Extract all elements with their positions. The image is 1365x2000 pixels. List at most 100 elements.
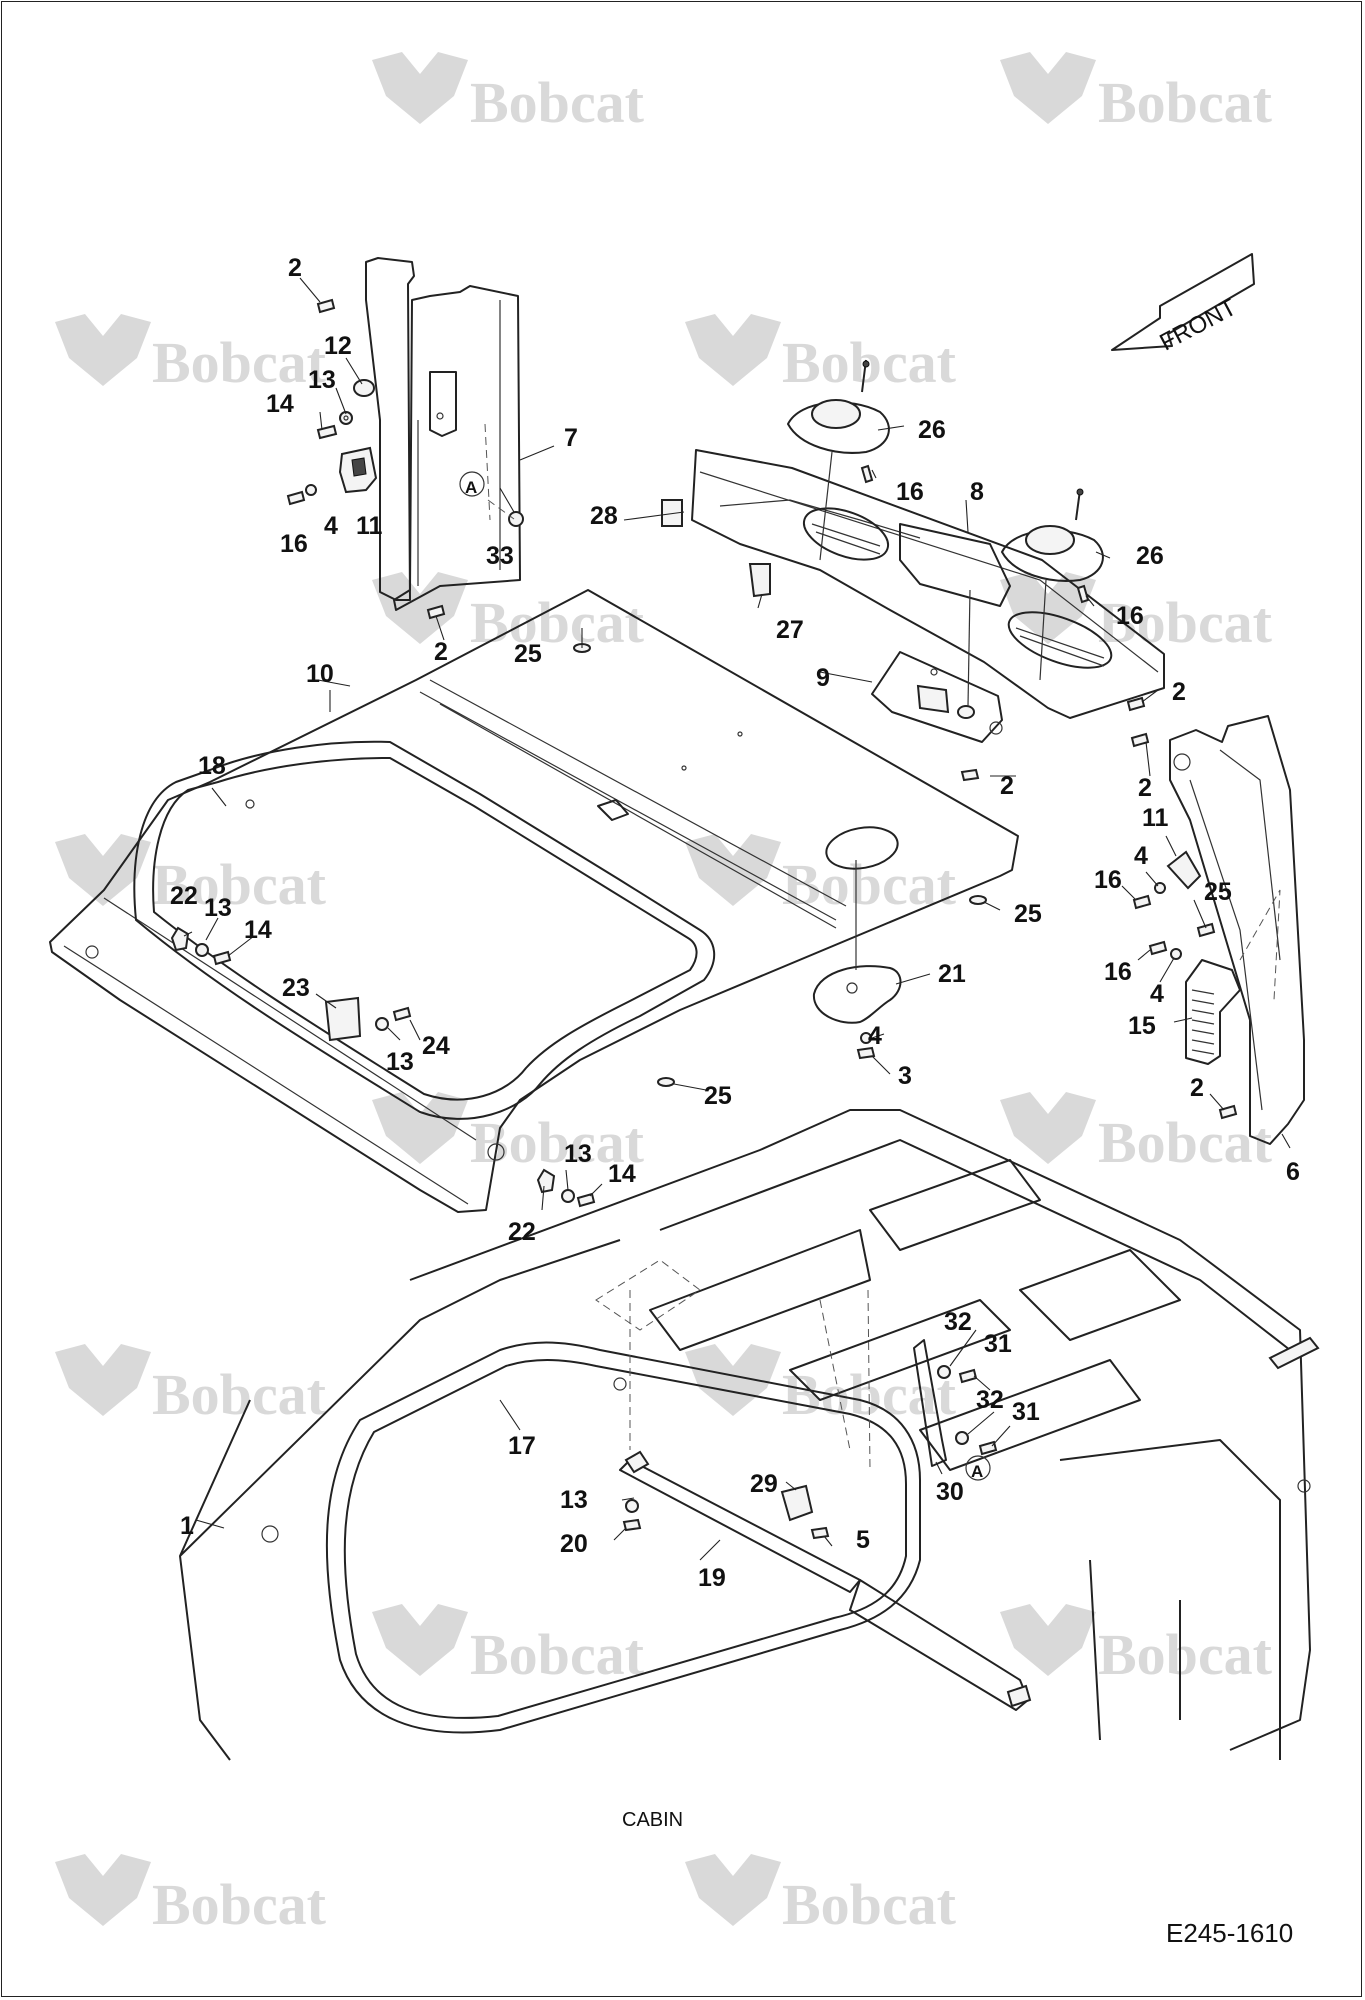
callout-13: 13 (204, 894, 232, 922)
watermark-row5-left: Bobcat (372, 1092, 645, 1175)
part-13-washer (625, 1499, 639, 1513)
part-32-washer (937, 1365, 951, 1379)
callout-20: 20 (560, 1530, 588, 1558)
speaker-mount-line (1039, 579, 1047, 681)
leader (319, 357, 363, 431)
speaker-magnet (1025, 525, 1075, 555)
panel-switch (916, 684, 950, 714)
part-2-screw-bottom (426, 604, 446, 620)
front-direction-arrow: FRONT (1111, 253, 1255, 357)
callout-11: 11 (356, 512, 383, 540)
callout-4: 4 (1134, 842, 1148, 870)
part-14-screw (576, 1192, 596, 1208)
part-14-screw (212, 950, 232, 966)
rail-notch (597, 799, 629, 821)
part-23-bracket (324, 996, 362, 1042)
callout-33: 33 (486, 542, 514, 570)
callout-10: 10 (306, 660, 334, 688)
detail-marker-circle (459, 471, 485, 497)
panel-button (957, 705, 975, 719)
watermark-row6-left: Bobcat (55, 1344, 327, 1427)
right-trim-edge (1189, 749, 1281, 1111)
watermark-top-left: Bobcat (372, 52, 645, 135)
handle-grip-lines (1191, 989, 1215, 1055)
part-3-screw (856, 1046, 876, 1060)
front-label: FRONT (1155, 294, 1241, 357)
watermark-text: Bobcat (1098, 1110, 1273, 1175)
callout-13: 13 (564, 1140, 592, 1168)
dome-light-housing (812, 965, 902, 1024)
callout-14: 14 (244, 916, 272, 944)
callout-29: 29 (750, 1470, 778, 1498)
callout-25: 25 (1014, 900, 1042, 928)
cabin-hole (613, 1377, 627, 1391)
part-19-gas-strut (619, 1459, 861, 1593)
hidden-line (819, 1289, 871, 1471)
part-13-washer (561, 1189, 575, 1203)
part-12-grommet (353, 379, 375, 397)
dome-light-opening (825, 826, 899, 870)
part-9-switch-panel (871, 589, 1150, 782)
strut-end (1006, 1684, 1032, 1708)
detail-markers: A A (459, 471, 991, 1481)
part-27-clip (748, 563, 771, 598)
watermark-layer: Bobcat Bobcat Bobcat Bobcat Bobcat Bobca… (55, 52, 1273, 1937)
callout-17: 17 (508, 1432, 536, 1460)
watermark-text: Bobcat (1098, 590, 1273, 655)
watermark-text: Bobcat (152, 330, 327, 395)
part-32-washer (955, 1431, 969, 1445)
bobcat-logo-icon (55, 834, 151, 906)
watermark-text: Bobcat (1098, 1622, 1273, 1687)
washer-hole (343, 415, 349, 421)
hidden-line (595, 1259, 701, 1450)
callout-2: 2 (288, 254, 302, 282)
leader (317, 615, 445, 687)
watermark-text: Bobcat (470, 1622, 645, 1687)
watermark-text: Bobcat (470, 590, 645, 655)
bobcat-logo-icon (372, 1092, 468, 1164)
headliner-outline (49, 589, 1019, 1213)
bobcat-logo-icon (1000, 52, 1096, 124)
watermark-top-right: Bobcat (1000, 52, 1273, 135)
callout-16: 16 (896, 478, 924, 506)
part-16-screw (1132, 894, 1152, 910)
leader (581, 628, 1001, 1091)
part-17-seal-outer (325, 1341, 921, 1734)
right-trim-panel (1169, 715, 1305, 1145)
callout-25: 25 (1204, 878, 1232, 906)
part-4-washer (305, 484, 317, 496)
watermark-text: Bobcat (152, 1362, 327, 1427)
leader (1121, 835, 1291, 1149)
part-31-screw (978, 1440, 998, 1456)
part-2-screw (1126, 696, 1146, 712)
part-16-screw (1148, 940, 1168, 956)
watermark-row4-right: Bobcat (685, 834, 957, 917)
cabin-roof-edge (409, 1109, 1311, 1751)
callout-24: 24 (422, 1032, 450, 1060)
cabin-rear-frame (1059, 1439, 1281, 1760)
headliner-hole (737, 731, 743, 737)
drawing-id: E245-1610 (1166, 1918, 1293, 1948)
window-frame-inner (152, 757, 698, 1101)
bobcat-logo-icon (55, 1344, 151, 1416)
part-4-washer (1170, 948, 1182, 960)
callout-4: 4 (324, 512, 338, 540)
part-8-speaker-console (661, 449, 1165, 719)
cabin-roof-ridge (659, 1139, 1291, 1351)
part-6-right-pillar-trim (1169, 715, 1305, 1145)
cabin-latch (1268, 1336, 1320, 1370)
leader (623, 511, 763, 609)
left-fasteners (286, 298, 524, 620)
watermark-text: Bobcat (470, 1110, 645, 1175)
leader (299, 277, 321, 303)
watermark-row3-right: Bobcat (1000, 572, 1273, 655)
part-25-clip (1196, 922, 1216, 938)
leader (315, 993, 421, 1041)
bobcat-logo-icon (55, 1854, 151, 1926)
callout-22: 22 (508, 1218, 536, 1246)
panel-knob (989, 721, 1003, 735)
speaker-connector (862, 360, 870, 368)
panel-screw-hole (930, 668, 938, 676)
bobcat-logo-icon (55, 314, 151, 386)
speaker-left (787, 359, 890, 561)
